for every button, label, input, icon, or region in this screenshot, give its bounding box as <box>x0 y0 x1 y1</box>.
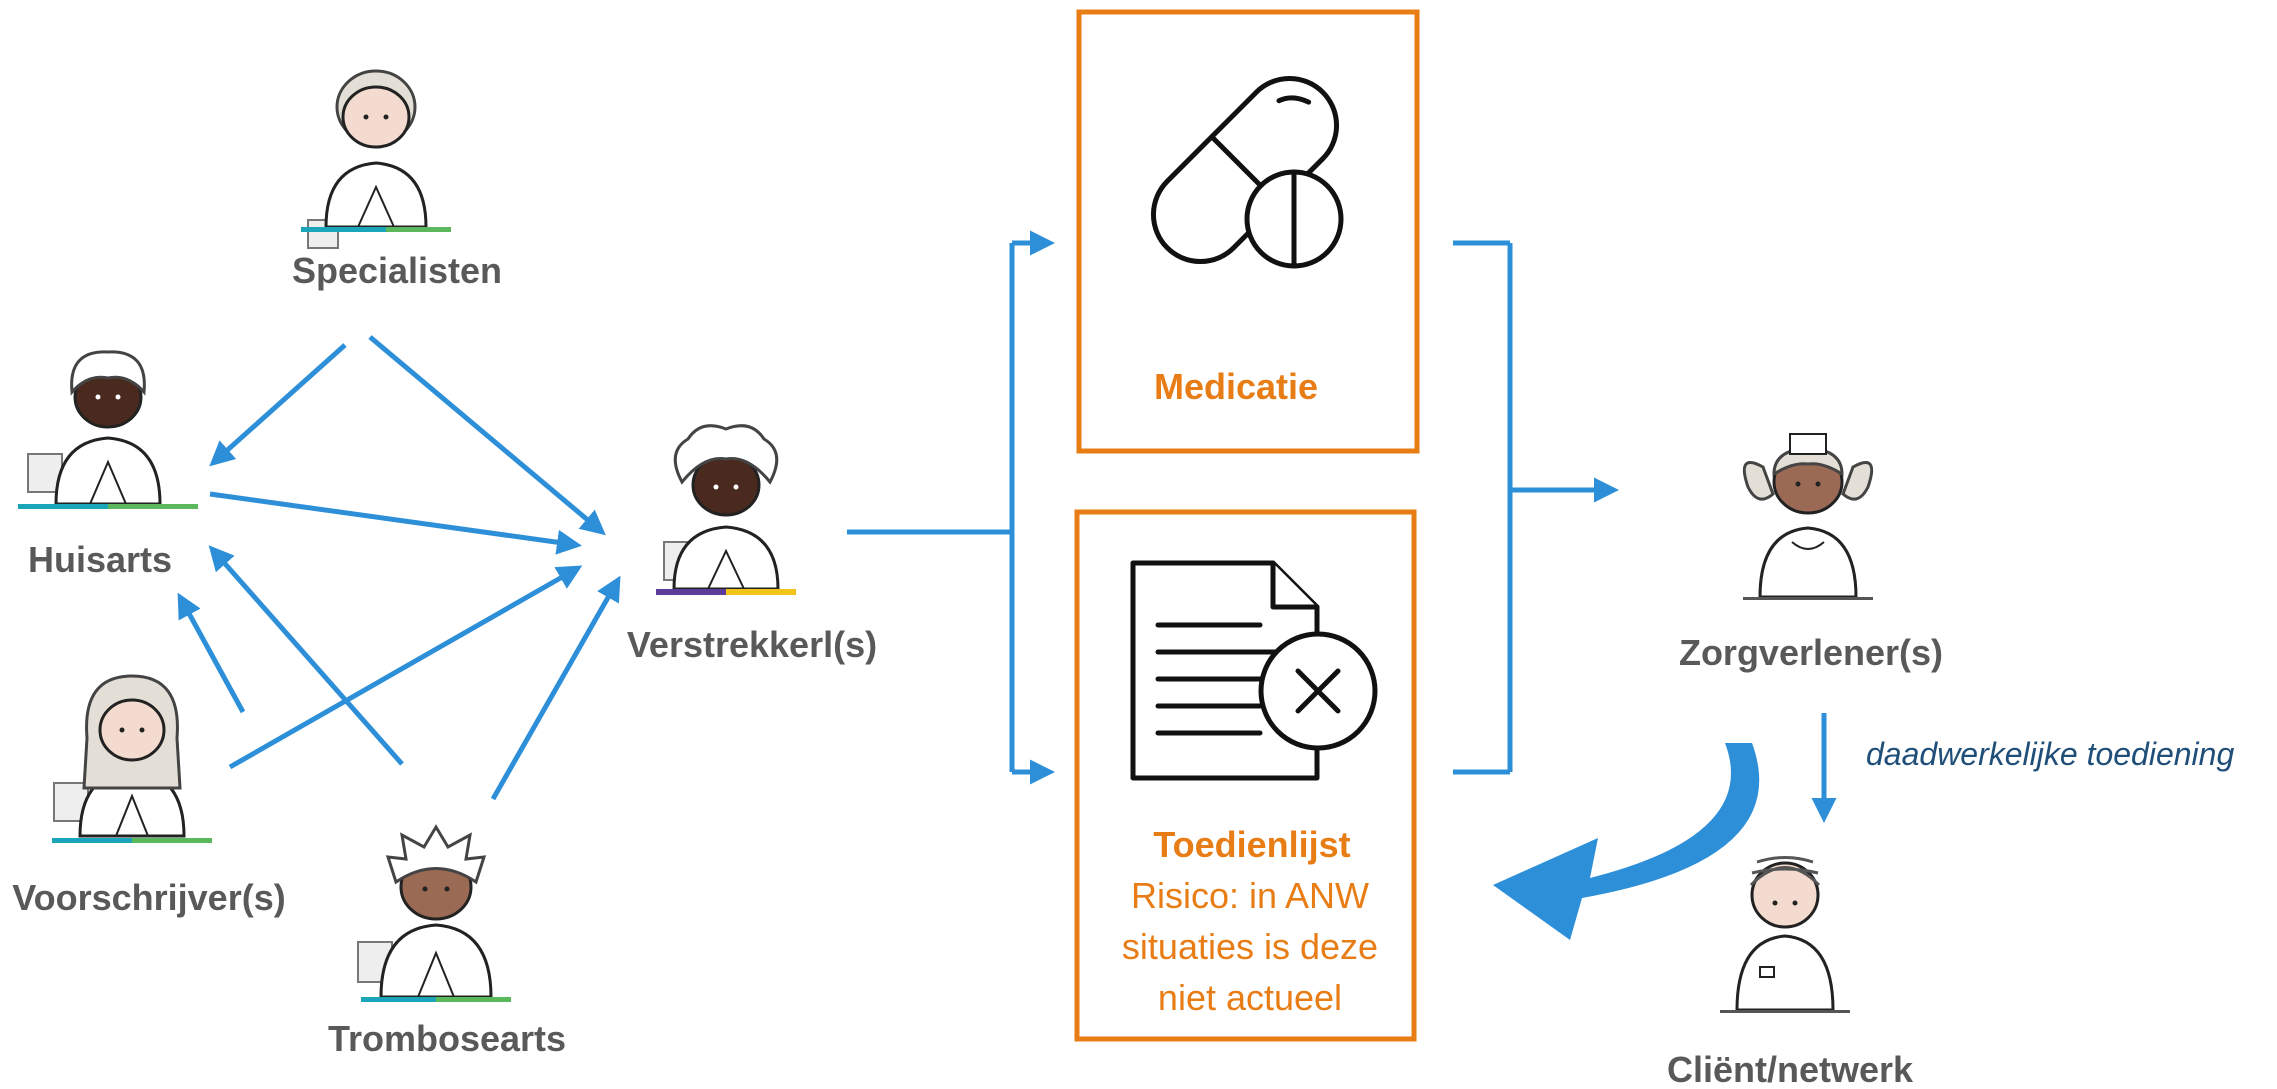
label-huisarts: Huisarts <box>28 539 172 580</box>
label-trombosearts: Trombosearts <box>328 1018 566 1059</box>
verstrekker-figure <box>656 424 796 595</box>
medicatie-box <box>1076 9 1420 454</box>
toedienlijst-box <box>1074 509 1417 1042</box>
label-client: Cliënt/netwerk <box>1667 1049 1914 1089</box>
toedienlijst-risk-line-3: niet actueel <box>1158 977 1342 1018</box>
document-x-icon <box>1130 560 1378 781</box>
annotation-toediening: daadwerkelijke toediening <box>1866 736 2234 772</box>
voorschrijver-figure <box>52 674 212 843</box>
label-voorschrijvers: Voorschrijver(s) <box>12 877 285 918</box>
toedienlijst-risk-line-2: situaties is deze <box>1122 926 1378 967</box>
prescriber-arrows <box>177 335 621 801</box>
arrow-specialisten-verstrekker <box>368 335 606 536</box>
arrow-huisarts-verstrekker <box>209 491 582 555</box>
arrow-trombosearts-verstrekker <box>490 575 621 801</box>
trombosearts-figure <box>357 824 511 1002</box>
specialist-figure <box>301 69 451 249</box>
distribution-bracket <box>847 230 1055 785</box>
label-zorgverleners: Zorgverlener(s) <box>1679 632 1943 673</box>
label-specialisten: Specialisten <box>292 250 502 291</box>
arrow-specialisten-huisarts <box>209 343 347 467</box>
collect-bracket <box>1453 240 1619 775</box>
pill-capsule-icon <box>1150 75 1344 269</box>
toedienlijst-title: Toedienlijst <box>1153 824 1350 865</box>
huisarts-figure <box>18 350 198 509</box>
arrow-voorschrijver-huisarts <box>177 592 246 714</box>
arrow-trombosearts-huisarts <box>208 545 404 766</box>
return-arrow <box>1493 743 1760 940</box>
zorgverlener-figure <box>1742 433 1874 600</box>
arrow-voorschrijver-verstrekker <box>228 565 583 770</box>
label-verstrekkers: Verstrekkerl(s) <box>627 624 877 665</box>
toedienlijst-risk-line-1: Risico: in ANW <box>1131 875 1369 916</box>
medicatie-title: Medicatie <box>1154 366 1318 407</box>
client-figure <box>1720 856 1850 1013</box>
